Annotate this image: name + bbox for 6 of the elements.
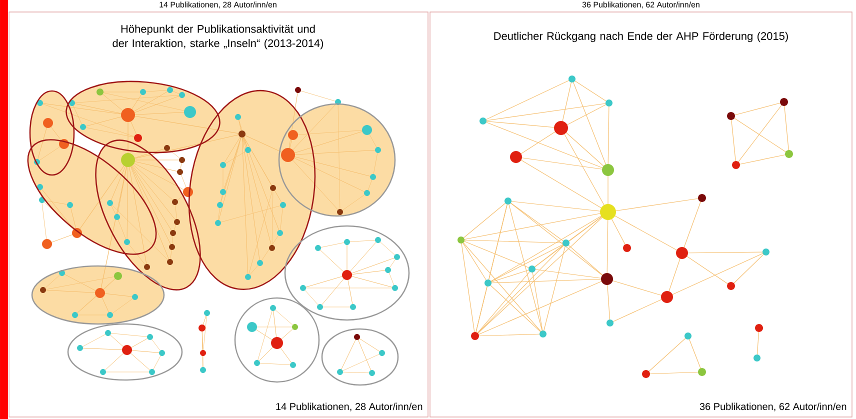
caption-text: 36 Publikationen, 62 Autor/inn/en [582,2,700,8]
panel-heading: Deutlicher Rückgang nach Ende der AHP Förderung (2015) [494,32,788,42]
caption-text: 14 Publikationen, 28 Autor/inn/en [276,402,422,412]
panel-heading: Höhepunkt der Publikationsaktivität und der Interaktion, starke „Inseln“ (2013-2014) [112,24,324,50]
caption-text: 36 Publikationen, 62 Autor/inn/en [700,402,846,412]
caption-text: 14 Publikationen, 28 Autor/inn/en [160,2,276,8]
